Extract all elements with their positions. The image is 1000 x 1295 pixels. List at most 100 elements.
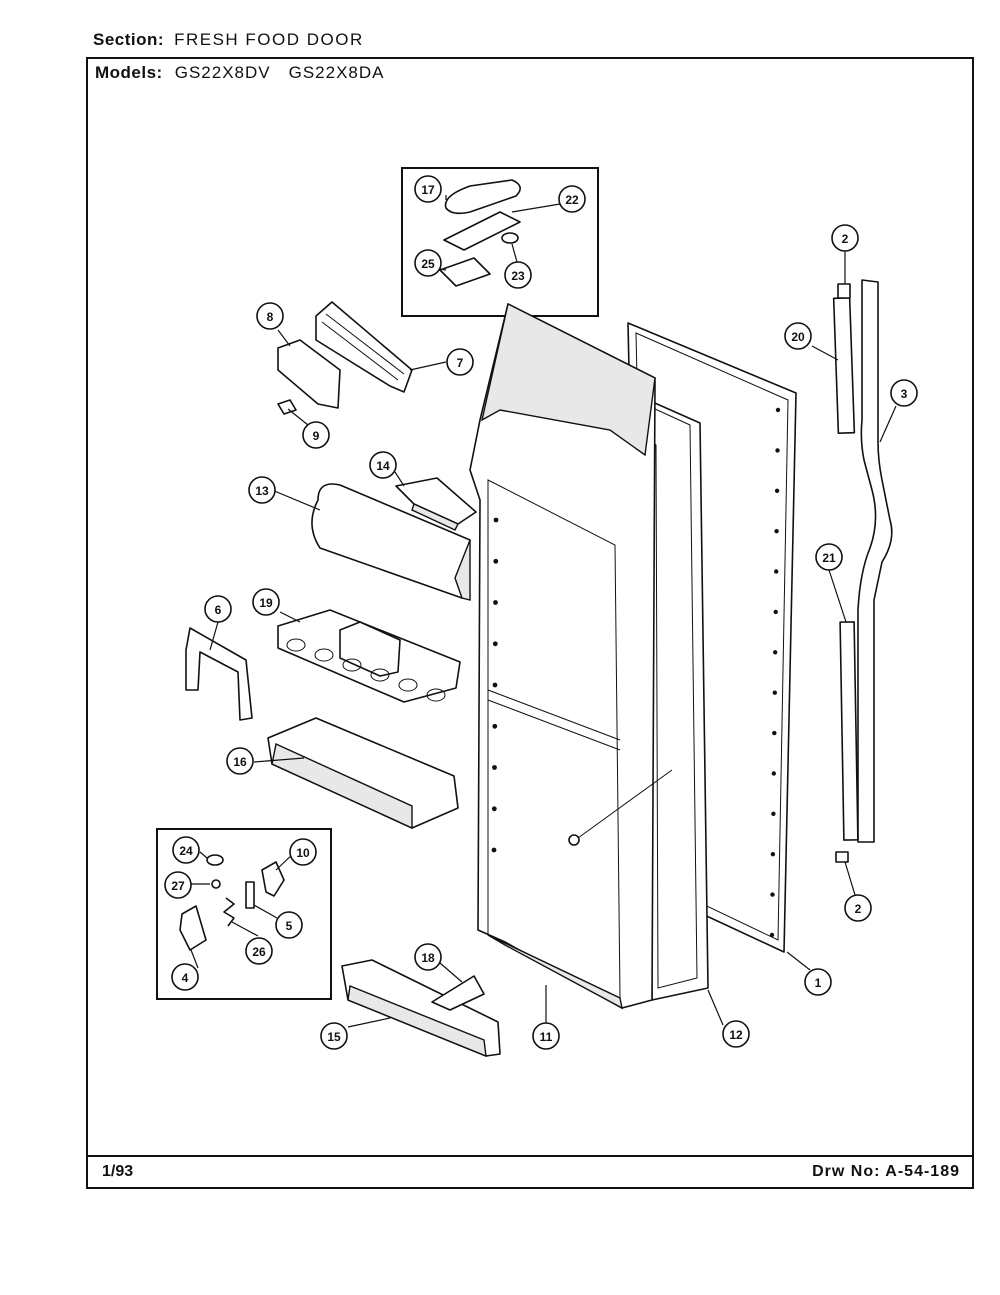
svg-text:26: 26 (252, 945, 266, 959)
callout-4: 4 (171, 963, 199, 991)
callout-13: 13 (248, 476, 276, 504)
part-egg-tray (277, 609, 461, 703)
part-cam-washer (206, 854, 224, 866)
part-lower-handle-trim (839, 621, 859, 841)
svg-text:23: 23 (511, 269, 525, 283)
panel-hole (775, 448, 780, 453)
callout-21: 21 (815, 543, 843, 571)
callout-25: 25 (414, 249, 442, 277)
svg-text:19: 19 (259, 596, 273, 610)
svg-text:8: 8 (267, 310, 274, 324)
svg-text:20: 20 (791, 330, 805, 344)
callout-14: 14 (369, 451, 397, 479)
callout-6: 6 (204, 595, 232, 623)
svg-text:16: 16 (233, 755, 247, 769)
callout-18: 18 (414, 943, 442, 971)
part-handle-end-cap-top (837, 283, 851, 299)
svg-text:13: 13 (255, 484, 269, 498)
liner-hole (491, 847, 497, 853)
section-label: Section: (93, 30, 165, 49)
panel-hole (772, 690, 777, 695)
liner-hole (492, 723, 498, 729)
part-shelf-bracket (185, 627, 253, 721)
footer-date: 1/93 (102, 1163, 134, 1180)
callout-19: 19 (252, 588, 280, 616)
svg-text:14: 14 (376, 459, 390, 473)
part-cam-bracket (261, 861, 285, 897)
footer-bar: 1/93 Drw No: A-54-189 (88, 1155, 972, 1187)
panel-hole (774, 529, 779, 534)
model-2: GS22X8DA (288, 63, 385, 82)
svg-text:2: 2 (842, 232, 849, 246)
callout-5: 5 (275, 911, 303, 939)
svg-text:17: 17 (421, 183, 435, 197)
callout-7: 7 (446, 348, 474, 376)
panel-hole (775, 407, 781, 413)
part-dairy-door (311, 483, 471, 601)
part-hinge-cover (315, 301, 413, 393)
panel-hole (773, 609, 778, 615)
part-door-handle (857, 279, 893, 843)
svg-text:3: 3 (901, 387, 908, 401)
svg-text:22: 22 (565, 193, 579, 207)
callout-10: 10 (289, 838, 317, 866)
liner-hole (492, 641, 498, 647)
part-small-clip (277, 399, 297, 415)
callout-8: 8 (256, 302, 284, 330)
egg-cup (286, 638, 306, 652)
callout-2-bottom: 2 (844, 894, 872, 922)
svg-text:11: 11 (540, 1030, 553, 1044)
panel-hole (774, 569, 779, 574)
callout-1: 1 (804, 968, 832, 996)
part-cam-spacer (211, 879, 221, 889)
panel-hole (770, 892, 775, 897)
models-label: Models: (95, 63, 163, 82)
callout-2-top: 2 (831, 224, 859, 252)
panel-hole (769, 932, 775, 938)
callout-27: 27 (164, 871, 192, 899)
egg-cups (286, 638, 446, 702)
svg-text:24: 24 (179, 844, 193, 858)
egg-cup (342, 658, 362, 672)
svg-text:12: 12 (729, 1028, 743, 1042)
panel-hole (770, 852, 776, 857)
callout-20: 20 (784, 322, 812, 350)
liner-hole (493, 517, 499, 523)
panel-holes (769, 407, 781, 938)
section-title: Section:FRESH FOOD DOOR (93, 30, 364, 50)
liner-hole (493, 600, 498, 605)
svg-text:6: 6 (215, 603, 222, 617)
part-door-stop (431, 975, 485, 1011)
panel-hole (773, 650, 778, 655)
egg-cup (314, 648, 334, 662)
egg-cup (426, 688, 446, 702)
callout-15: 15 (320, 1022, 348, 1050)
part-hinge-cap (444, 179, 521, 215)
part-butter-tray (395, 477, 477, 531)
callout-22: 22 (558, 185, 586, 213)
part-cam-spring (223, 897, 235, 927)
svg-text:21: 21 (822, 551, 836, 565)
callout-12: 12 (722, 1020, 750, 1048)
egg-cup (370, 668, 390, 682)
callout-9: 9 (302, 421, 330, 449)
part-handle-end-cap-bottom (835, 851, 849, 863)
part-bottom-door-bin (341, 959, 501, 1058)
svg-text:10: 10 (296, 846, 310, 860)
callout-11: 11 (532, 1022, 560, 1050)
callout-3: 3 (890, 379, 918, 407)
part-hinge-block (277, 339, 341, 409)
liner-holes (491, 517, 499, 853)
part-door-liner (469, 302, 673, 1010)
leader-lines (190, 195, 897, 1028)
svg-text:15: 15 (327, 1030, 341, 1044)
callout-16: 16 (226, 747, 254, 775)
svg-text:27: 27 (171, 879, 185, 893)
svg-text:2: 2 (855, 902, 862, 916)
part-upper-handle-trim (832, 296, 856, 435)
hinge-detail-inset (401, 167, 599, 317)
svg-text:7: 7 (457, 356, 464, 370)
svg-text:5: 5 (286, 919, 293, 933)
